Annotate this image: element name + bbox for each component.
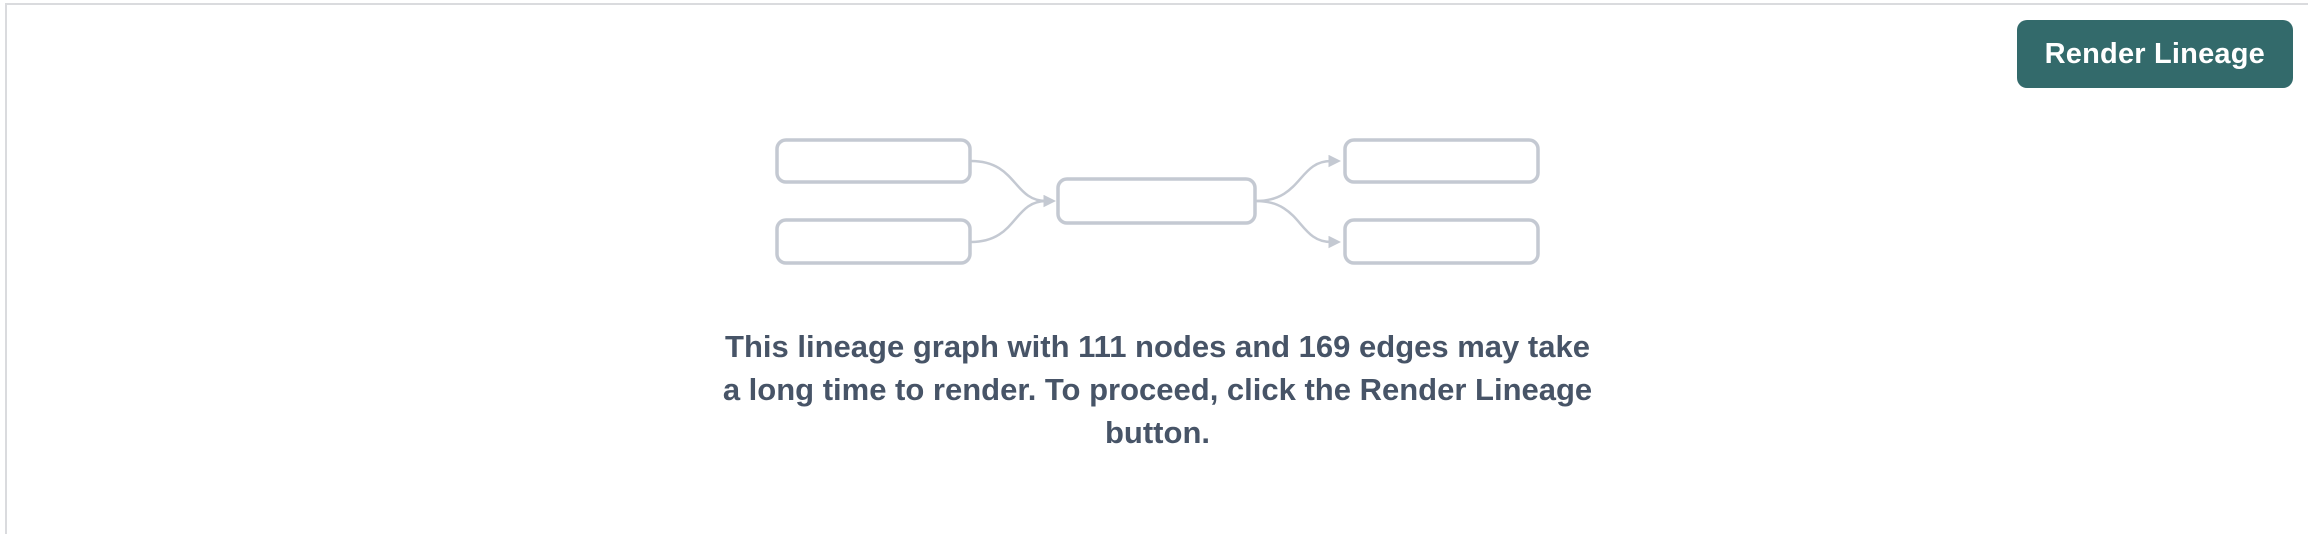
graph-node-left-top — [775, 138, 972, 184]
graph-edge-right-bottom — [1255, 199, 1341, 249]
lineage-pane: Render Lineage This lineage graph with 1… — [5, 3, 2308, 534]
lineage-empty-state: This lineage graph with 111 nodes and 16… — [7, 5, 2308, 454]
message-line-2: a long time to render. To proceed, click… — [722, 372, 1593, 407]
graph-node-right-bottom — [1343, 218, 1540, 265]
render-warning-message: This lineage graph with 111 nodes and 16… — [723, 325, 1592, 454]
graph-node-center — [1056, 177, 1257, 225]
graph-edge-left-top — [970, 159, 1056, 208]
lineage-graph-illustration — [775, 138, 1540, 265]
graph-edge-left-bottom — [970, 199, 1047, 244]
graph-edge-right-top — [1255, 154, 1341, 203]
message-line-3: button. — [1104, 415, 1210, 450]
message-line-1: This lineage graph with 111 nodes and 16… — [725, 329, 1590, 364]
graph-node-left-bottom — [775, 218, 972, 265]
graph-node-right-top — [1343, 138, 1540, 184]
render-lineage-button[interactable]: Render Lineage — [2016, 20, 2293, 88]
